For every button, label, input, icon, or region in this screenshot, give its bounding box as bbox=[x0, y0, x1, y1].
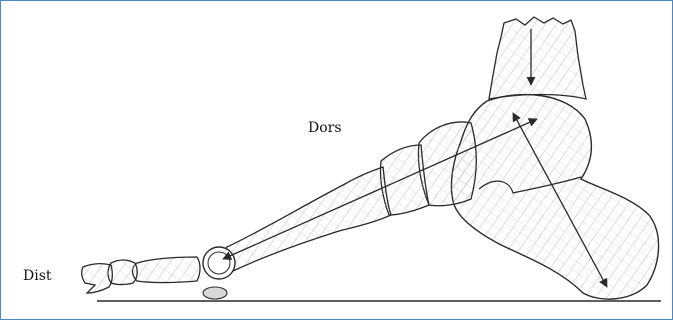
talus-calcaneus-bone bbox=[451, 95, 658, 300]
sesamoid-bone bbox=[203, 287, 227, 299]
dist-label: Dist bbox=[23, 269, 52, 283]
tibia-bone bbox=[489, 17, 586, 99]
proximal-phalanx bbox=[133, 257, 201, 283]
metatarsal-bone bbox=[223, 167, 391, 271]
distal-phalanx bbox=[82, 264, 113, 293]
dors-label: Dors bbox=[308, 121, 342, 135]
